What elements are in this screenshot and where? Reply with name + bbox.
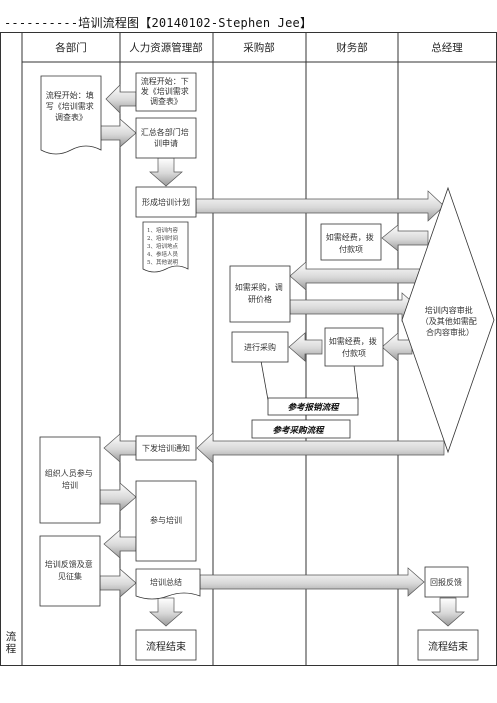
arrow-left <box>105 84 137 114</box>
lane-header-departments: 各部门 <box>55 41 87 54</box>
arrow-left <box>288 332 323 362</box>
arrow-right <box>99 482 137 512</box>
reference-box <box>251 419 351 439</box>
arrow-down <box>149 157 183 187</box>
process-box <box>135 72 197 112</box>
document-shape <box>40 75 102 155</box>
node-ref-purchase: 参考采购流程 <box>272 425 325 436</box>
decision-diamond <box>401 186 495 454</box>
node-hr-collect: 汇总各部门培 训申请 <box>141 127 192 148</box>
node-hr-notice: 下发培训通知 <box>142 443 190 453</box>
node-dept-feedback: 培训反馈及意 见征集 <box>45 559 96 581</box>
lane-header-purchasing: 采购部 <box>243 41 275 54</box>
process-box <box>135 480 197 562</box>
arrow-right-long <box>195 190 445 222</box>
node-hr-end: 流程结束 <box>146 640 186 653</box>
document-shape <box>135 568 201 600</box>
arrow-left-long <box>196 432 445 464</box>
reference-box <box>267 397 359 416</box>
node-plan-items: 1、培训内容 2、培训时间 3、培训地点 4、参培人员 5、其他说明 <box>147 226 180 266</box>
end-box <box>417 629 479 661</box>
process-box <box>135 186 197 218</box>
arrow-down <box>149 597 183 627</box>
process-box <box>229 265 291 323</box>
node-gm-approve: 培训内容审批 （及其他如需配 合内容审批） <box>421 305 480 337</box>
end-box <box>135 629 197 661</box>
node-ref-reimburse: 参考报销流程 <box>287 402 340 413</box>
connector-line <box>353 364 359 401</box>
node-hr-plan: 形成培训计划 <box>142 197 190 207</box>
process-box <box>424 566 469 598</box>
connector-line <box>260 360 269 401</box>
process-box <box>39 436 101 524</box>
process-box <box>320 223 382 261</box>
node-gm-end: 流程结束 <box>428 640 468 653</box>
arrow-left <box>103 529 137 559</box>
lane-header-hr: 人力资源管理部 <box>129 41 203 54</box>
side-label: 流程 <box>6 630 17 655</box>
lane-header-general-manager: 总经理 <box>431 41 463 54</box>
arrow-down <box>431 597 465 627</box>
node-dept-fill-survey: 流程开始：填 写《培训需求 调查表》 <box>46 90 97 122</box>
arrow-left-long <box>289 261 437 291</box>
arrow-right <box>99 568 137 598</box>
node-finance-fund-2: 如需经费，拨 付款项 <box>329 336 380 358</box>
page-title: ----------培训流程图【20140102-Stephen Jee】 <box>4 16 313 30</box>
arrow-right <box>99 118 137 148</box>
node-finance-fund-1: 如需经费，拨 付款项 <box>326 232 377 254</box>
process-box <box>39 535 101 607</box>
node-hr-summary: 培训总结 <box>150 577 182 587</box>
process-box <box>231 331 289 363</box>
node-dept-organize: 组织人员参与 培训 <box>45 468 96 490</box>
arrow-left <box>381 224 429 252</box>
arrow-left <box>103 433 137 463</box>
node-hr-start: 流程开始：下 发《培训需求 调查表》 <box>141 76 192 106</box>
lane-header-finance: 财务部 <box>336 41 368 54</box>
process-box <box>135 117 197 159</box>
process-box <box>324 327 384 367</box>
arrow-left <box>381 332 413 362</box>
node-purchase-research: 如需采购，调 研价格 <box>235 282 286 304</box>
arrow-right-long <box>289 292 419 322</box>
node-purchase-do: 进行采购 <box>244 342 276 352</box>
node-gm-feedback: 回报反馈 <box>430 577 462 587</box>
arrow-right-long <box>199 567 425 597</box>
document-shape <box>142 221 189 273</box>
node-hr-attend: 参与培训 <box>150 515 182 525</box>
process-box <box>135 435 197 461</box>
